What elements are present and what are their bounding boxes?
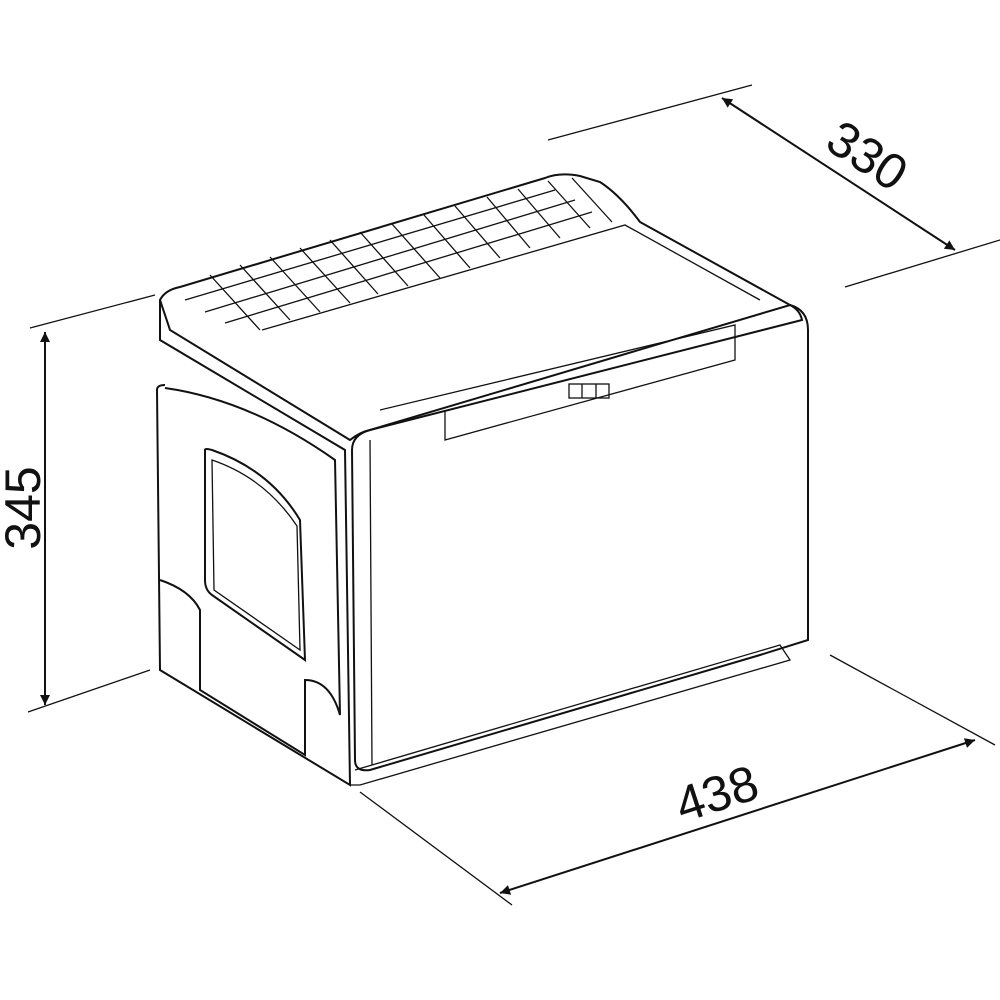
- depth-label: 330: [817, 110, 917, 202]
- dimension-height: 345: [0, 294, 156, 713]
- front-face: [350, 303, 809, 772]
- side-window: [204, 448, 307, 662]
- dimension-depth: 330: [547, 84, 1000, 288]
- height-label: 345: [0, 466, 51, 549]
- top-face: [158, 173, 804, 442]
- bin-cabinet: [155, 173, 809, 787]
- side-face: [155, 300, 352, 787]
- handle-slots: [568, 383, 610, 399]
- width-label: 438: [668, 754, 765, 833]
- lid-ribs: [184, 177, 761, 441]
